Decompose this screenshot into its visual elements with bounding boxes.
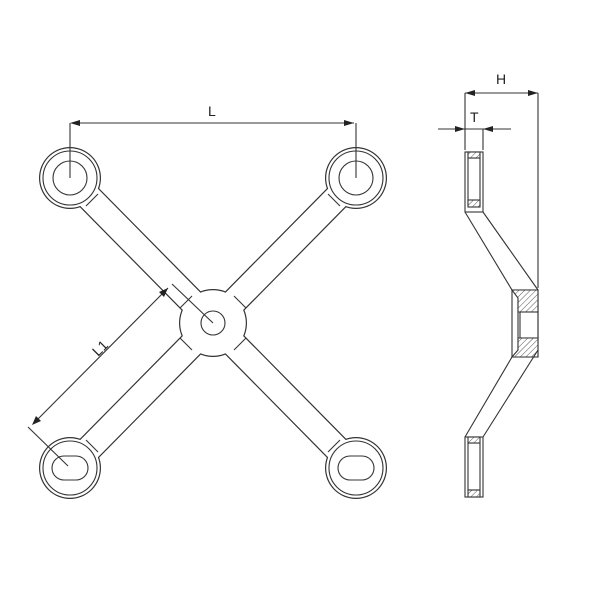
dimension-L1-label: L1 [89,337,111,359]
center-hole [200,310,226,336]
dimension-L: L [69,103,357,178]
boss-bottom-right [328,440,384,496]
dimension-H: H [464,71,539,288]
center-hub [179,295,247,351]
dimension-T-label: T [470,109,479,125]
dimension-L-label: L [208,103,216,119]
dimension-H-label: H [496,71,506,87]
boss-bottom-left [42,440,98,496]
front-view: L L1 [27,103,387,499]
dimension-T: T [438,109,511,150]
side-view: H T [438,71,539,498]
